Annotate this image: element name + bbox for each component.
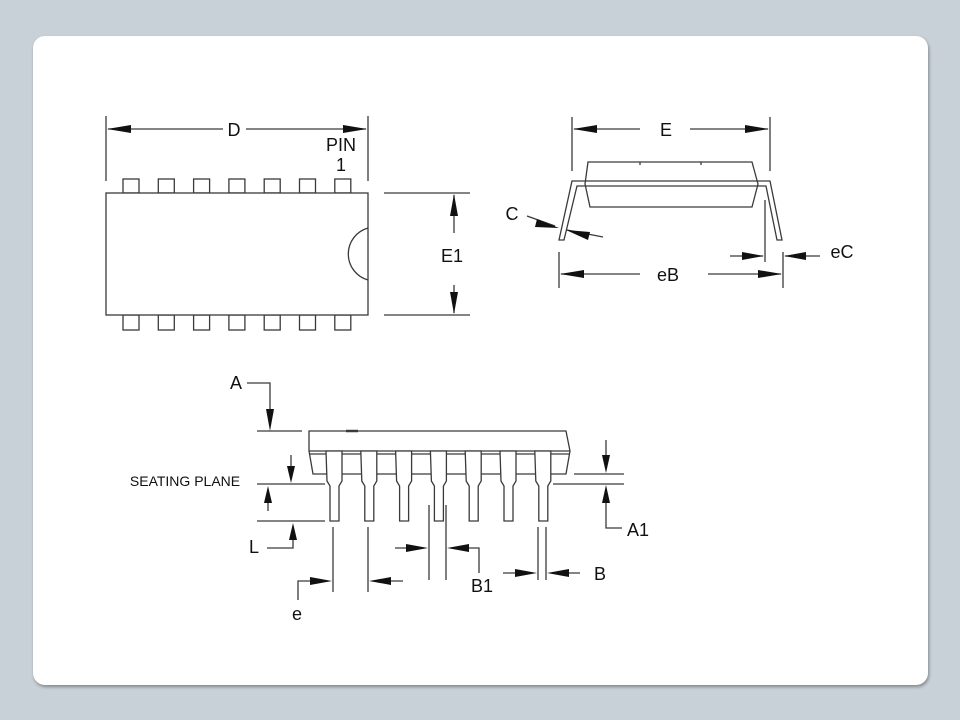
a1-arrow-top — [602, 455, 610, 473]
label-d: D — [228, 120, 241, 140]
label-ec: eC — [830, 242, 853, 262]
top-pin — [192, 178, 211, 194]
a1-leader-bottom — [605, 500, 622, 529]
side-lead — [534, 450, 552, 522]
a1-arrow-bottom — [602, 485, 610, 503]
side-lead — [429, 450, 448, 522]
e-arrow-left — [573, 125, 597, 133]
top-view-body — [105, 192, 369, 316]
top-pin — [122, 178, 140, 194]
b-arrow-left — [515, 569, 537, 577]
end-view: E C eB eC — [506, 117, 854, 288]
label-e-pitch: e — [292, 604, 302, 624]
top-view-lower-pins — [122, 314, 352, 331]
l-leader — [267, 536, 294, 549]
label-e1: E1 — [441, 246, 463, 266]
label-a1: A1 — [627, 520, 649, 540]
eb-arrow-left — [560, 270, 584, 278]
bottom-pin — [157, 314, 175, 331]
label-l: L — [249, 537, 259, 557]
ec-arrow-left — [742, 252, 764, 260]
end-view-leads — [558, 180, 783, 241]
bottom-pin — [334, 314, 352, 331]
bottom-pin — [192, 314, 211, 331]
d-arrow-right — [343, 125, 367, 133]
c-arrow-out — [566, 230, 590, 240]
label-seating-plane: SEATING PLANE — [130, 473, 240, 489]
top-pin — [263, 178, 281, 194]
a-leader — [247, 382, 271, 418]
label-b1: B1 — [471, 576, 493, 596]
label-e: E — [660, 120, 672, 140]
side-view-leads — [325, 450, 552, 522]
pin1-notch — [347, 227, 369, 281]
pitch-arrow-left — [310, 577, 332, 585]
side-view: A SEATING PLANE L A1 — [130, 373, 649, 624]
bottom-pin — [298, 314, 317, 331]
a-arrow — [266, 409, 274, 431]
e-arrow-right — [745, 125, 769, 133]
label-a: A — [230, 373, 242, 393]
b1-arrow-right — [447, 544, 469, 552]
eb-arrow-right — [758, 270, 782, 278]
side-lead — [394, 450, 413, 522]
l-arrow — [289, 523, 297, 540]
label-pin1-line1: PIN — [326, 135, 356, 155]
b1-arrow-left — [406, 544, 428, 552]
side-lead — [325, 450, 343, 522]
c-arrow-in — [535, 219, 559, 228]
bottom-pin — [263, 314, 281, 331]
pitch-arrow-right — [369, 577, 391, 585]
top-pin — [228, 178, 246, 194]
diagram-card — [33, 36, 928, 685]
top-view: D PIN 1 E1 — [105, 116, 470, 331]
d-arrow-left — [107, 125, 131, 133]
label-eb: eB — [657, 265, 679, 285]
end-view-body — [584, 161, 759, 208]
b-arrow-right — [547, 569, 569, 577]
e1-arrow-bottom — [450, 292, 458, 314]
e1-arrow-top — [450, 194, 458, 216]
side-lead — [499, 450, 517, 522]
seating-arrow-top — [287, 466, 295, 483]
ec-arrow-right — [784, 252, 806, 260]
bottom-pin — [122, 314, 140, 331]
top-pin — [298, 178, 317, 194]
label-pin1-line2: 1 — [336, 155, 346, 175]
label-c: C — [506, 204, 519, 224]
seating-arrow-bottom — [264, 486, 272, 503]
top-view-upper-pins — [122, 178, 352, 194]
label-b: B — [594, 564, 606, 584]
b1-leader-right — [461, 547, 480, 573]
top-pin — [157, 178, 175, 194]
side-lead — [360, 450, 378, 522]
side-lead — [464, 450, 482, 522]
bottom-pin — [228, 314, 246, 331]
top-pin — [334, 178, 352, 194]
